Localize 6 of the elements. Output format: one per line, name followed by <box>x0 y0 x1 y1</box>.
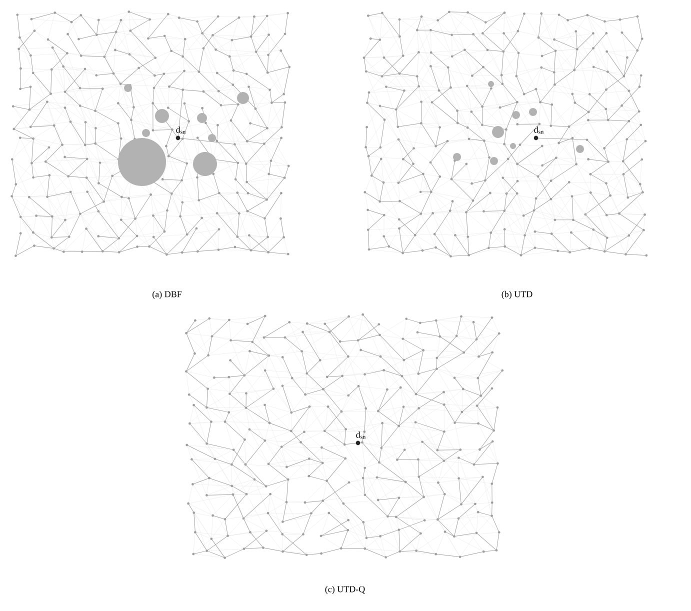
sink-label: d$_{sn}$ <box>356 432 366 439</box>
sink-label: d$_{sn}$ <box>534 126 544 134</box>
sink-label: d$_{sn}$ <box>176 126 186 134</box>
subfigure-caption: (c) UTD-Q <box>325 586 365 594</box>
subfigure-caption: (b) UTD <box>502 290 532 300</box>
subfigure-caption: (a) DBF <box>152 290 182 300</box>
